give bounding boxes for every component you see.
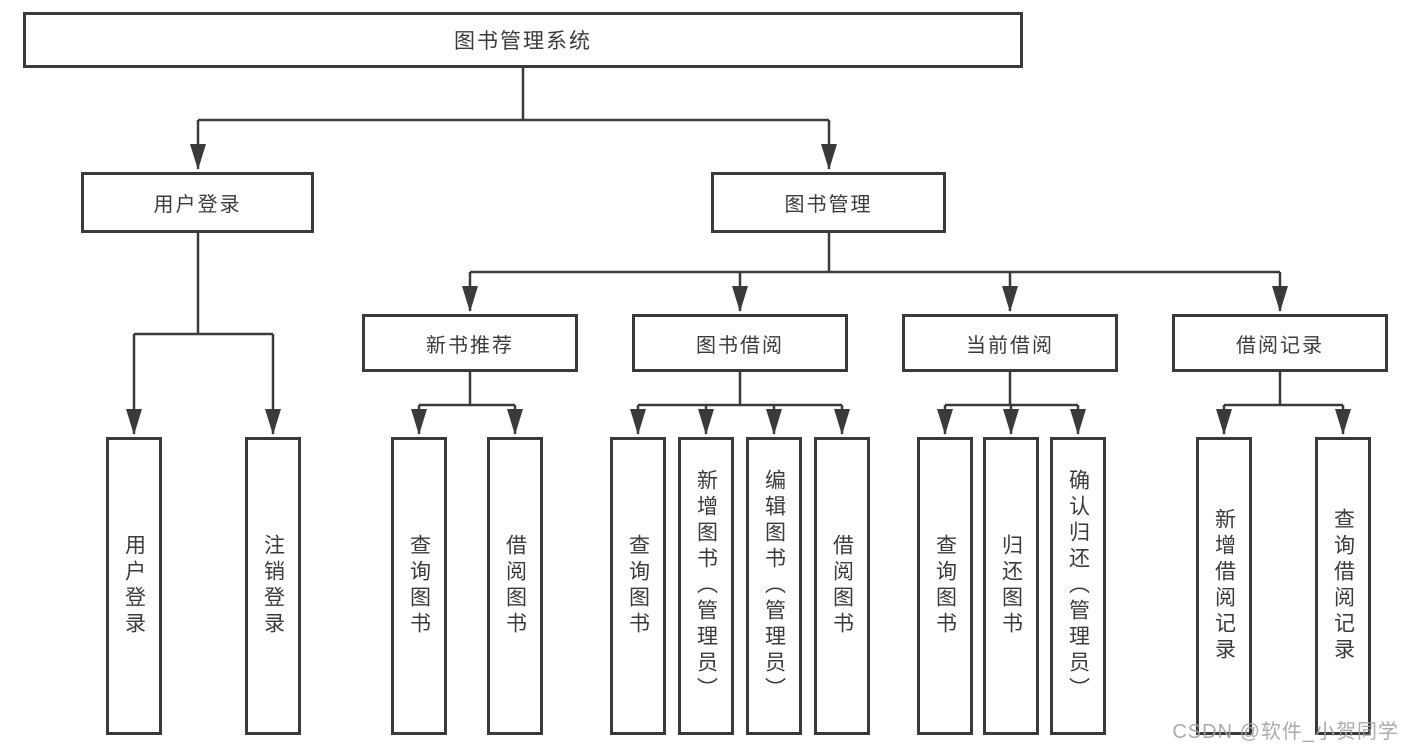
leaf-borrow-books-recommend: 借阅图书 [487, 437, 543, 735]
leaf-return-book: 归还图书 [983, 437, 1039, 735]
leaf-query-books-current: 查询图书 [917, 437, 973, 735]
node-book-management: 图书管理 [711, 172, 946, 233]
leaf-edit-book-admin: 编辑图书（管理员） [746, 437, 802, 735]
leaf-borrow-books-borrowing: 借阅图书 [814, 437, 870, 735]
leaf-edit-book-admin-label: 编辑图书（管理员） [762, 469, 786, 703]
leaf-borrow-books-recommend-label: 借阅图书 [503, 534, 527, 638]
leaf-add-borrow-record: 新增借阅记录 [1196, 437, 1252, 735]
node-borrowing-records: 借阅记录 [1172, 314, 1388, 372]
leaf-logout: 注销登录 [245, 437, 301, 735]
leaf-query-borrow-record-label: 查询借阅记录 [1331, 508, 1355, 664]
leaf-query-books-recommend: 查询图书 [391, 437, 447, 735]
leaf-query-borrow-record: 查询借阅记录 [1315, 437, 1371, 735]
node-user-login: 用户登录 [81, 172, 314, 233]
node-current-borrowing: 当前借阅 [902, 314, 1118, 372]
leaf-add-book-admin: 新增图书（管理员） [678, 437, 734, 735]
leaf-query-books-current-label: 查询图书 [933, 534, 957, 638]
leaf-add-book-admin-label: 新增图书（管理员） [694, 469, 718, 703]
leaf-user-login: 用户登录 [106, 437, 162, 735]
node-new-book-recommendation: 新书推荐 [362, 314, 578, 372]
leaf-return-book-label: 归还图书 [999, 534, 1023, 638]
node-library-management-system: 图书管理系统 [23, 12, 1023, 68]
leaf-query-books-borrowing: 查询图书 [610, 437, 666, 735]
leaf-confirm-return-admin-label: 确认归还（管理员） [1066, 469, 1090, 703]
leaf-add-borrow-record-label: 新增借阅记录 [1212, 508, 1236, 664]
leaf-logout-label: 注销登录 [261, 534, 285, 638]
leaf-query-books-recommend-label: 查询图书 [407, 534, 431, 638]
leaf-borrow-books-borrowing-label: 借阅图书 [830, 534, 854, 638]
leaf-query-books-borrowing-label: 查询图书 [626, 534, 650, 638]
leaf-confirm-return-admin: 确认归还（管理员） [1050, 437, 1106, 735]
node-book-borrowing: 图书借阅 [632, 314, 848, 372]
watermark-text: CSDN @软件_小贺同学 [1172, 721, 1399, 743]
leaf-user-login-label: 用户登录 [122, 534, 146, 638]
